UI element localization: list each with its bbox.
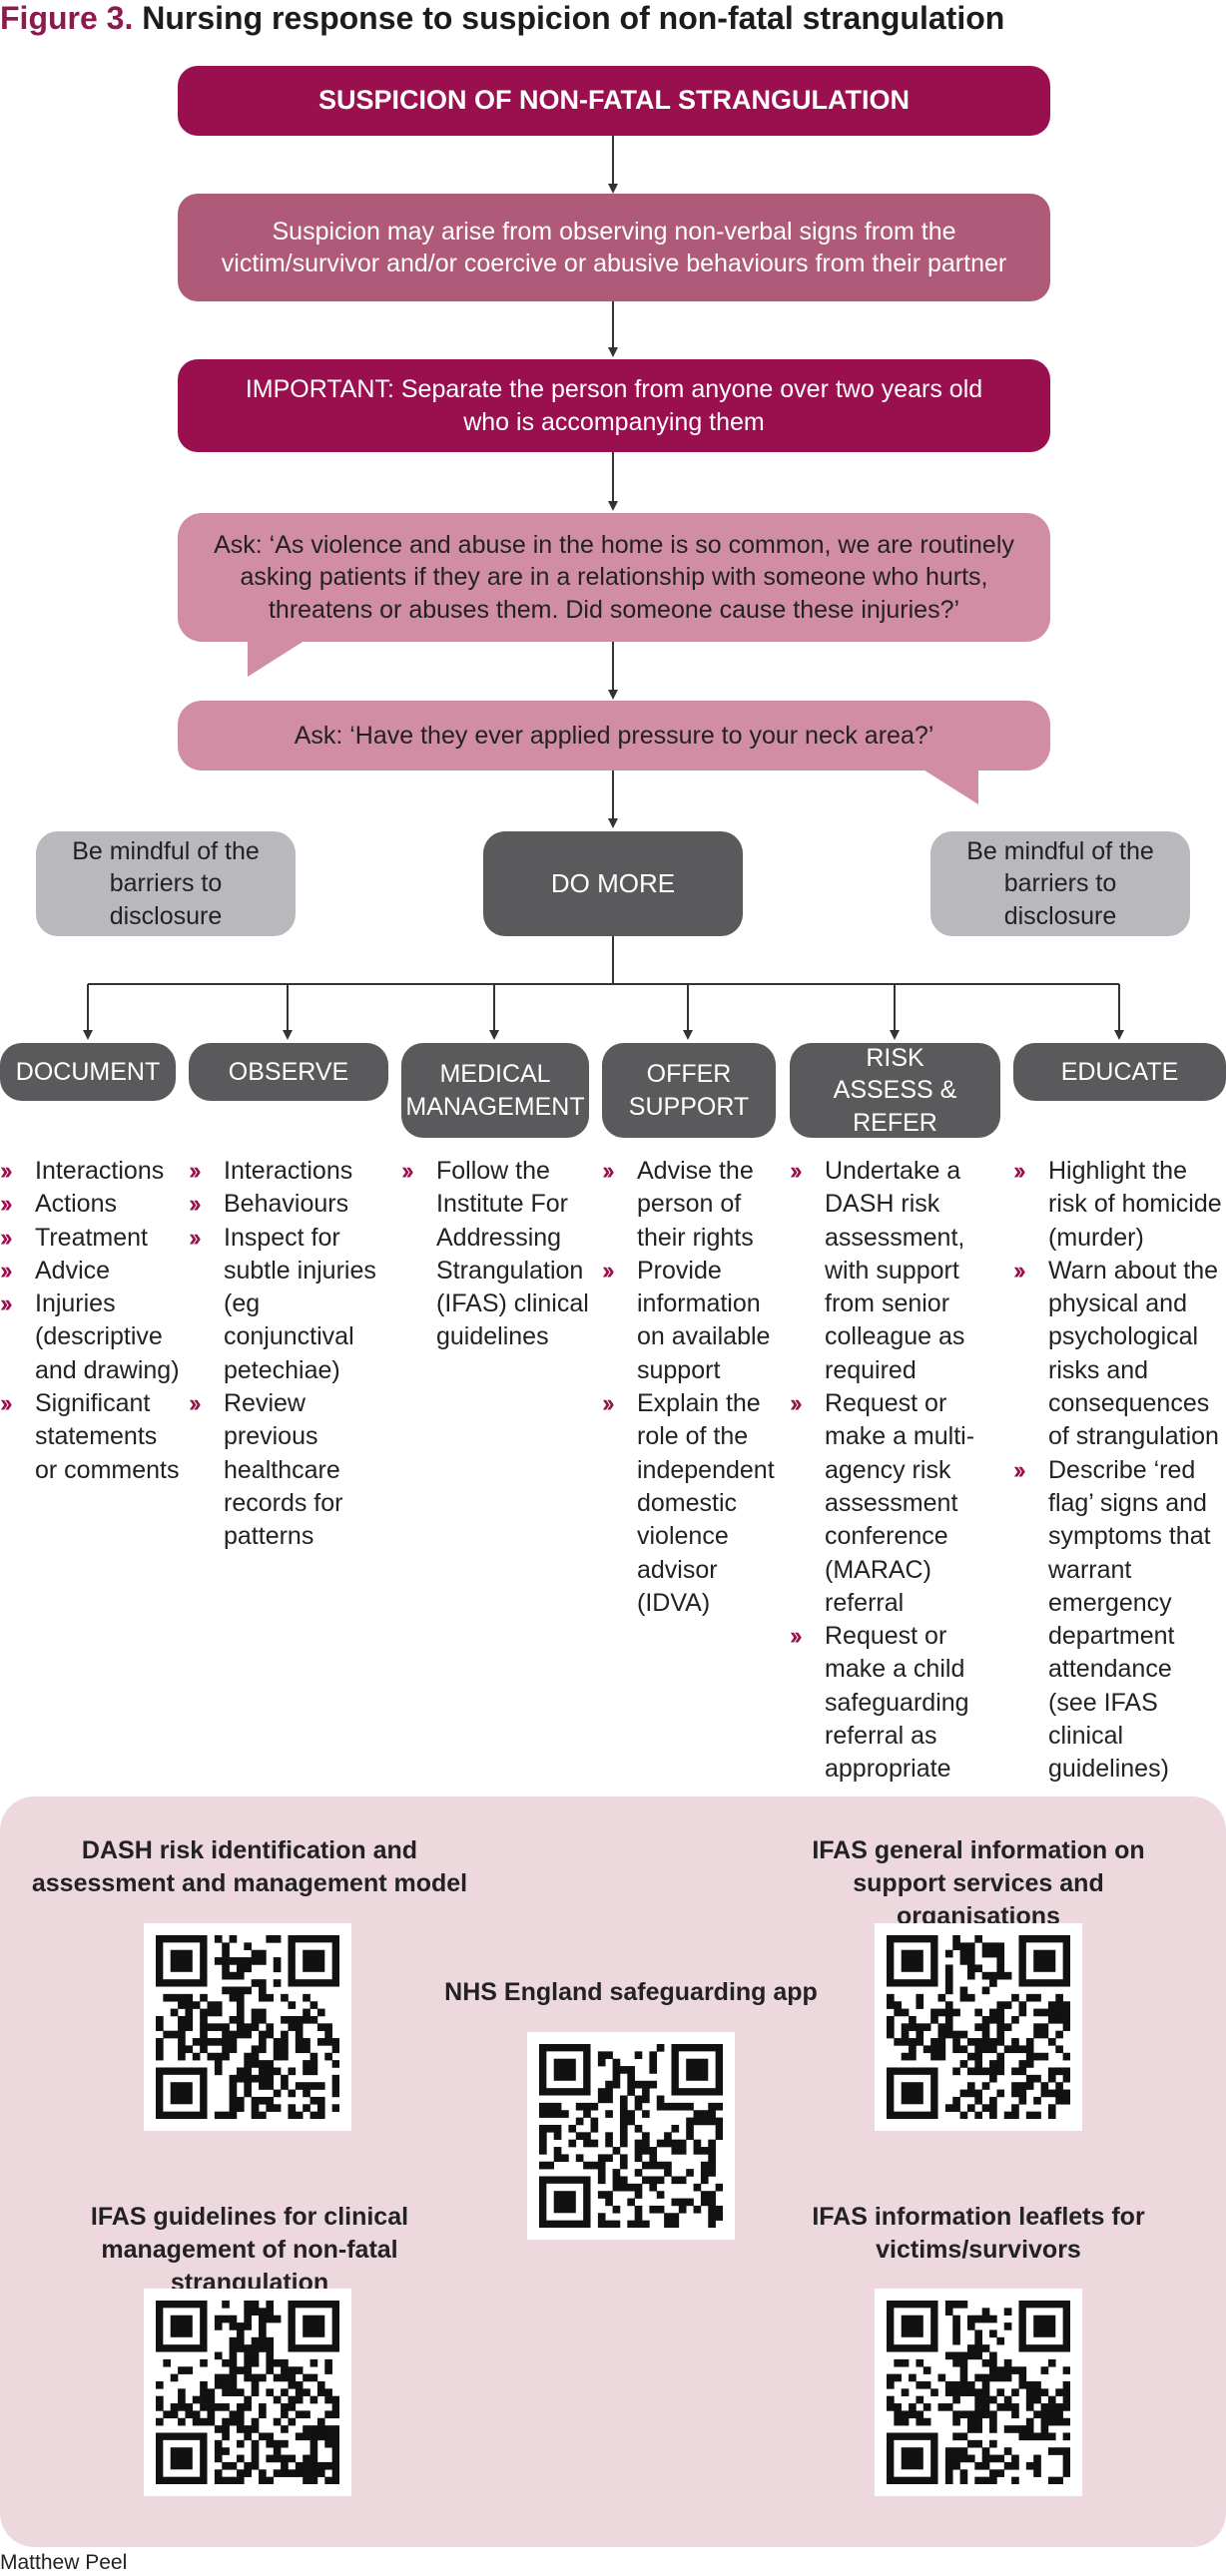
- double-chevron-right-icon: ››: [0, 1157, 13, 1185]
- double-chevron-right-icon: ››: [0, 1256, 13, 1285]
- double-chevron-right-icon: ››: [0, 1190, 13, 1219]
- double-chevron-right-icon: ››: [1013, 1256, 1026, 1285]
- double-chevron-right-icon: ››: [0, 1389, 13, 1418]
- action-header-label: OFFER SUPPORT: [628, 1060, 750, 1121]
- list-item: ››Behaviours: [189, 1188, 396, 1221]
- list-item: ››Interactions: [189, 1155, 396, 1188]
- mindful-right-box: Be mindful of the barriers to disclosure: [930, 831, 1190, 936]
- list-item: ››Advise the person of their rights: [602, 1157, 754, 1252]
- ask-routine-box-text: Ask: ‘As violence and abuse in the home …: [214, 530, 1014, 624]
- observation-box-text: Suspicion may arise from observing non-v…: [221, 217, 1007, 278]
- resources-panel: DASH risk identification and assessment …: [0, 1797, 1226, 2547]
- mindful-right-text: Be mindful of the barriers to disclosure: [966, 836, 1154, 930]
- double-chevron-right-icon: ››: [602, 1389, 615, 1418]
- double-chevron-right-icon: ››: [189, 1389, 202, 1418]
- ask-neck-box: Ask: ‘Have they ever applied pressure to…: [178, 701, 1050, 771]
- action-header-offer-support: OFFER SUPPORT: [602, 1043, 776, 1138]
- qr-code-icon[interactable]: [875, 2289, 1082, 2496]
- list-item: ››Request or make a child safeguarding r…: [790, 1622, 969, 1784]
- ask-routine-box: Ask: ‘As violence and abuse in the home …: [178, 513, 1050, 642]
- double-chevron-right-icon: ››: [602, 1157, 615, 1185]
- double-chevron-right-icon: ››: [790, 1622, 803, 1651]
- list-item: ››Treatment: [0, 1222, 186, 1255]
- double-chevron-right-icon: ››: [401, 1157, 414, 1185]
- action-header-document: DOCUMENT: [0, 1043, 176, 1101]
- list-item: ››Warn about the physical and psychologi…: [1013, 1256, 1219, 1451]
- double-chevron-right-icon: ››: [189, 1223, 202, 1252]
- list-item: ››Review previous healthcare records for…: [189, 1389, 343, 1551]
- risk-assess-list: ››Undertake a DASH risk assessment, with…: [790, 1155, 1011, 1787]
- list-item: ››Highlight the risk of homicide (murder…: [1013, 1157, 1222, 1252]
- action-header-educate: EDUCATE: [1013, 1043, 1226, 1101]
- list-item: ››Interactions: [0, 1155, 186, 1188]
- action-header-medical: MEDICAL MANAGEMENT: [401, 1043, 589, 1138]
- qr-code-icon[interactable]: [144, 1923, 351, 2131]
- list-item: ››Explain the role of the independent do…: [602, 1389, 775, 1617]
- list-item: ››Describe ‘red flag’ signs and symptoms…: [1013, 1455, 1211, 1784]
- list-item: ››Advice: [0, 1255, 186, 1288]
- do-more-box: DO MORE: [483, 831, 743, 936]
- qr-code-icon[interactable]: [144, 2289, 351, 2496]
- list-item: ››Provide information on available suppo…: [602, 1256, 771, 1384]
- figure-title-text: Nursing response to suspicion of non-fat…: [142, 0, 1005, 36]
- list-item: ››Injuries (descriptive and drawing): [0, 1289, 180, 1384]
- speech-tail-left: [248, 639, 307, 677]
- offer-support-list: ››Advise the person of their rights ››Pr…: [602, 1155, 784, 1620]
- resource-title-ifas-leaflets: IFAS information leaflets for victims/su…: [812, 2203, 1145, 2264]
- mindful-left-text: Be mindful of the barriers to disclosure: [72, 836, 260, 930]
- observe-list: ››Interactions ››Behaviours ››Inspect fo…: [189, 1155, 396, 1554]
- double-chevron-right-icon: ››: [0, 1223, 13, 1252]
- do-more-text: DO MORE: [550, 867, 676, 898]
- medical-management-list: ››Follow the Institute For Addressing St…: [401, 1155, 601, 1354]
- document-list: ››Interactions ››Actions ››Treatment ››A…: [0, 1155, 186, 1487]
- action-header-risk-assess: RISK ASSESS & REFER: [790, 1043, 1000, 1138]
- resource-title-ifas-general: IFAS general information on support serv…: [812, 1836, 1145, 1930]
- list-item: ››Inspect for subtle injuries (eg conjun…: [189, 1223, 376, 1384]
- flow-connectors: [83, 136, 1124, 1040]
- qr-code-icon[interactable]: [875, 1923, 1082, 2131]
- action-header-observe: OBSERVE: [189, 1043, 388, 1101]
- resource-title-ifas-guidelines: IFAS guidelines for clinical management …: [90, 2203, 409, 2297]
- action-header-label: EDUCATE: [1060, 1057, 1179, 1086]
- double-chevron-right-icon: ››: [0, 1289, 13, 1318]
- list-item: ››Follow the Institute For Addressing St…: [401, 1157, 589, 1351]
- list-item: ››Significant statements or comments: [0, 1389, 180, 1484]
- double-chevron-right-icon: ››: [790, 1157, 803, 1185]
- ask-neck-box-text: Ask: ‘Have they ever applied pressure to…: [294, 721, 934, 750]
- important-box-text: IMPORTANT: Separate the person from anyo…: [245, 375, 983, 436]
- suspicion-box-text: SUSPICION OF NON-FATAL STRANGULATION: [318, 85, 910, 116]
- educate-list: ››Highlight the risk of homicide (murder…: [1013, 1155, 1226, 1787]
- list-item: ››Actions: [0, 1188, 186, 1221]
- figure-label: Figure 3.: [0, 0, 134, 36]
- double-chevron-right-icon: ››: [189, 1190, 202, 1219]
- suspicion-box: SUSPICION OF NON-FATAL STRANGULATION: [178, 66, 1050, 136]
- action-header-label: MEDICAL MANAGEMENT: [405, 1060, 585, 1121]
- list-item: ››Undertake a DASH risk assessment, with…: [790, 1157, 965, 1384]
- important-box: IMPORTANT: Separate the person from anyo…: [178, 359, 1050, 452]
- double-chevron-right-icon: ››: [1013, 1455, 1026, 1484]
- observation-box: Suspicion may arise from observing non-v…: [178, 194, 1050, 301]
- double-chevron-right-icon: ››: [790, 1389, 803, 1418]
- resource-title-dash: DASH risk identification and assessment …: [31, 1836, 468, 1897]
- list-item: ››Request or make a multi-agency risk as…: [790, 1389, 975, 1617]
- action-header-label: RISK ASSESS & REFER: [833, 1043, 957, 1137]
- resource-title-nhs-app: NHS England safeguarding app: [444, 1978, 818, 2006]
- qr-code-icon[interactable]: [527, 2032, 735, 2240]
- speech-tail-right: [919, 767, 978, 804]
- figure-title: Figure 3. Nursing response to suspicion …: [0, 0, 1004, 37]
- action-header-label: DOCUMENT: [15, 1057, 161, 1086]
- double-chevron-right-icon: ››: [602, 1256, 615, 1285]
- image-credit: Matthew Peel: [0, 2551, 128, 2574]
- mindful-left-box: Be mindful of the barriers to disclosure: [36, 831, 296, 936]
- double-chevron-right-icon: ››: [189, 1157, 202, 1185]
- action-header-label: OBSERVE: [228, 1057, 349, 1086]
- double-chevron-right-icon: ››: [1013, 1157, 1026, 1185]
